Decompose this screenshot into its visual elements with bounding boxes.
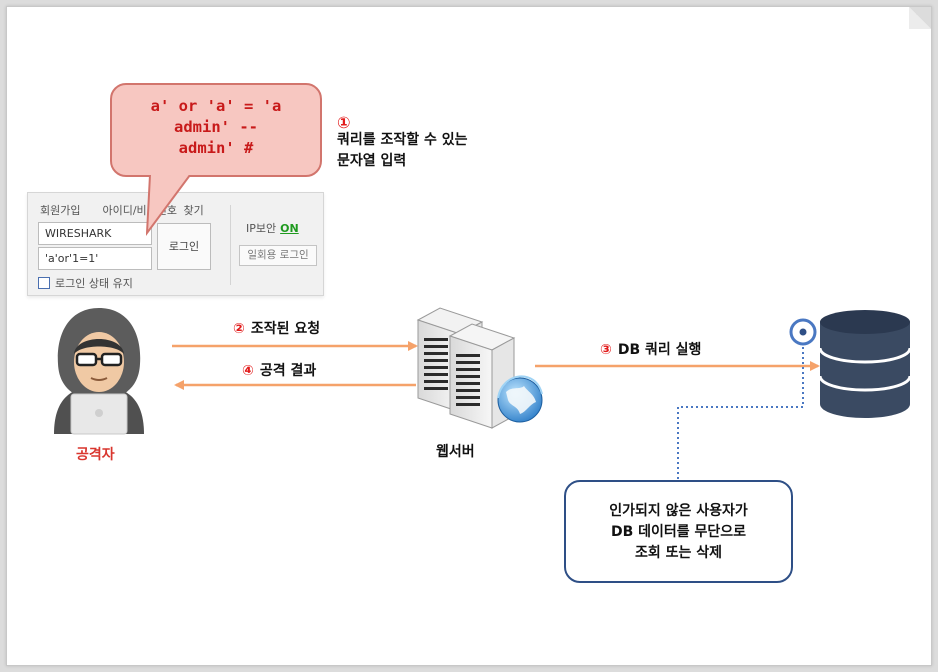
injection-line-3: admin' # — [178, 139, 254, 157]
impact-line-2: DB 데이터를 무단으로 — [610, 524, 747, 540]
ip-security-label: IP보안 — [246, 222, 277, 235]
step1-number: ① — [337, 113, 351, 132]
login-button[interactable]: 로그인 — [157, 223, 211, 270]
step2-text: 조작된 요청 — [250, 321, 321, 337]
id-input[interactable]: WIRESHARK — [38, 222, 152, 245]
impact-line-1: 인가되지 않은 사용자가 — [609, 503, 748, 519]
step2-label: ② 조작된 요청 — [233, 318, 320, 338]
panel-divider — [230, 205, 231, 285]
ip-security-toggle[interactable]: ON — [280, 222, 299, 235]
keep-login-label: 로그인 상태 유지 — [55, 277, 133, 290]
webserver-icon — [416, 307, 543, 429]
injection-line-2: admin' -- — [174, 118, 258, 136]
step3-text: DB 쿼리 실행 — [617, 342, 702, 358]
step2-number: ② — [233, 321, 245, 337]
step4-number: ④ — [242, 363, 254, 379]
dotted-connector — [677, 342, 804, 480]
bubble-tail — [146, 175, 191, 237]
impact-info-box: 인가되지 않은 사용자가 DB 데이터를 무단으로 조회 또는 삭제 — [564, 480, 793, 583]
step3-label: ③ DB 쿼리 실행 — [600, 339, 701, 359]
injection-string-bubble: a' or 'a' = 'a admin' -- admin' # — [110, 83, 322, 177]
step3-number: ③ — [600, 342, 612, 358]
step4-text: 공격 결과 — [259, 363, 317, 379]
keep-login-checkbox[interactable] — [38, 277, 50, 289]
step1-description: 쿼리를 조작할 수 있는 문자열 입력 — [337, 130, 468, 172]
attacker-label: 공격자 — [76, 447, 115, 463]
one-time-login-button[interactable]: 일회용 로그인 — [239, 245, 317, 266]
step1-line-2: 문자열 입력 — [337, 153, 407, 169]
keep-login: 로그인 상태 유지 — [38, 275, 133, 291]
impact-line-3: 조회 또는 삭제 — [634, 545, 723, 561]
password-input[interactable]: 'a'or'1=1' — [38, 247, 152, 270]
database-icon — [789, 310, 912, 418]
webserver-label: 웹서버 — [436, 444, 475, 460]
page-curl-corner — [909, 7, 931, 29]
injection-line-1: a' or 'a' = 'a — [150, 97, 282, 115]
hacker-icon — [54, 308, 144, 435]
signup-link[interactable]: 회원가입 — [40, 204, 81, 217]
step1-line-1: 쿼리를 조작할 수 있는 — [337, 132, 468, 148]
step4-label: ④ 공격 결과 — [242, 360, 316, 380]
